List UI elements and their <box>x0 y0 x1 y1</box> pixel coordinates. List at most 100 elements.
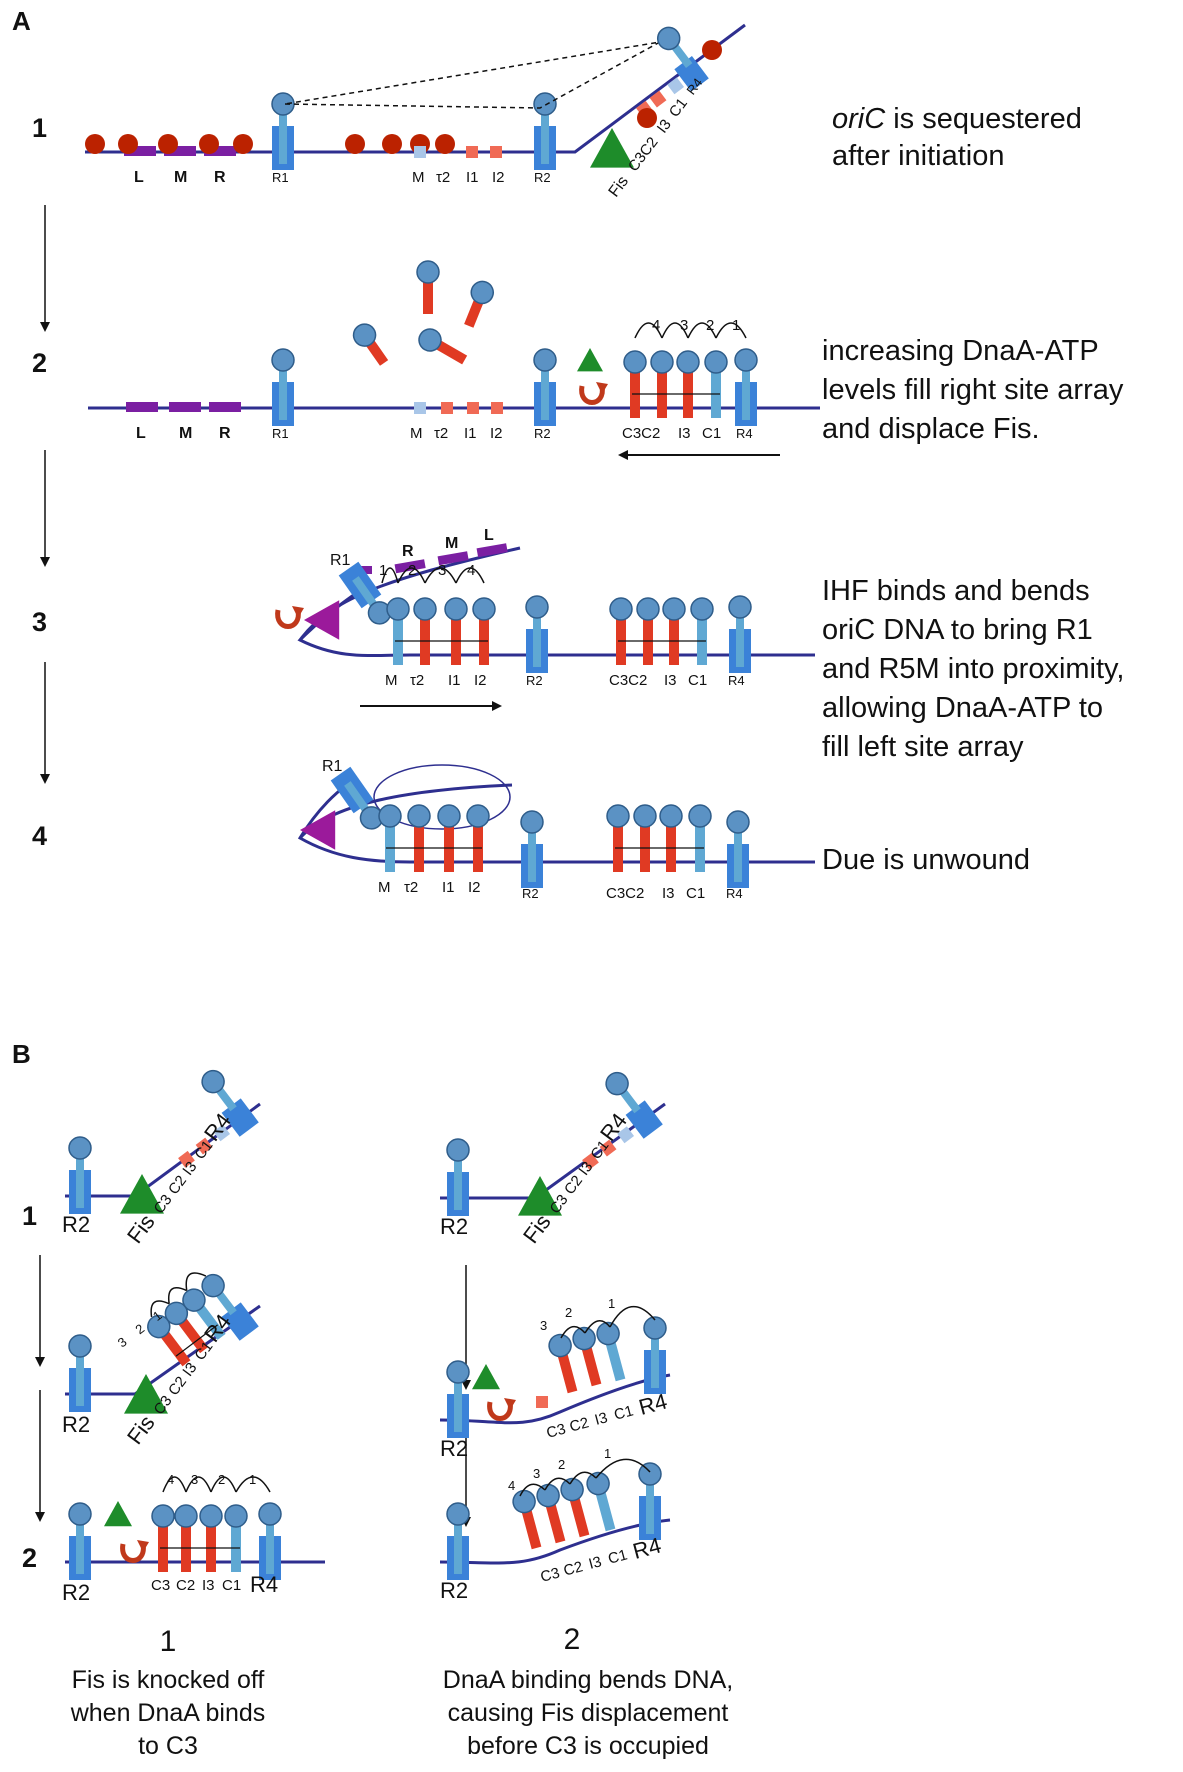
r-box-site <box>271 348 295 426</box>
fis-protein <box>124 1374 168 1414</box>
site-label-r: R <box>219 425 231 442</box>
site-label-c1: C1 <box>666 95 691 121</box>
dnaa-stem <box>541 364 549 420</box>
arc <box>210 1476 237 1493</box>
site-label-c3c2: C3C2 <box>622 425 660 442</box>
caption-1-line-2: when DnaA binds <box>70 1699 266 1727</box>
dnaa-stem <box>279 364 287 420</box>
desc-step-3-line-5: fill left site array <box>822 731 1024 763</box>
low-affinity-site <box>560 1477 590 1538</box>
curved-arrow <box>579 382 608 405</box>
site-label-r1: R1 <box>272 426 289 441</box>
caption-1-line-3: to C3 <box>138 1732 198 1760</box>
site-label-m: M <box>378 879 391 896</box>
arc-num-2: 2 <box>408 562 416 579</box>
site-label-i2: I2 <box>490 425 503 442</box>
r-box-site <box>643 1316 667 1394</box>
site-label-c1: C1 <box>222 1577 241 1594</box>
arc <box>424 567 457 584</box>
site-r <box>204 146 236 156</box>
empty-site <box>582 1152 599 1170</box>
panel-label-b: B <box>12 1039 31 1069</box>
empty-site <box>467 402 479 414</box>
dnaa-stem <box>454 1376 462 1432</box>
seqa-protein <box>382 134 402 154</box>
dnaa-head <box>560 1477 584 1502</box>
site-m <box>437 551 469 566</box>
site-label-i1: I1 <box>466 169 479 186</box>
dnaa-head <box>174 1504 198 1528</box>
site-label-r2: R2 <box>440 1578 468 1603</box>
dnaa-head <box>437 804 461 828</box>
site-r-top <box>358 566 372 574</box>
fis-label: Fis <box>122 1210 160 1248</box>
dnaa-head <box>605 1071 629 1096</box>
arc-num-2: 2 <box>132 1321 147 1337</box>
dnaa-head <box>533 348 557 372</box>
site-label-r2: R2 <box>534 426 551 441</box>
site-stem <box>594 1486 616 1532</box>
dnaa-head <box>726 810 750 834</box>
site-label-i3: I3 <box>593 1409 609 1429</box>
dnaa-stem <box>454 1154 462 1210</box>
arc <box>455 567 485 584</box>
empty-site <box>414 146 426 158</box>
empty-site <box>536 1396 548 1408</box>
fis-label: Fis <box>606 173 632 200</box>
arc-num-3: 3 <box>438 562 446 579</box>
arc-num-4: 4 <box>167 1472 174 1487</box>
empty-site <box>178 1150 195 1168</box>
dnaa-head <box>151 1504 175 1528</box>
r-box-site <box>533 92 557 170</box>
empty-site <box>491 402 503 414</box>
empty-site <box>195 1137 213 1155</box>
caption-2-number: 2 <box>564 1623 581 1656</box>
caption-2-line-1: DnaA binding bends DNA, <box>443 1666 733 1694</box>
r-box-site <box>68 1334 92 1412</box>
site-label-c2: C2 <box>562 1558 585 1579</box>
site-label-r4: R4 <box>726 886 743 901</box>
site-label-i2: I2 <box>492 169 505 186</box>
ihf-protein <box>300 810 336 850</box>
desc-step-1-line-1: oriC is sequestered <box>832 103 1082 135</box>
site-label-i2: I2 <box>474 672 487 689</box>
site-label-m: M <box>412 169 425 186</box>
r4-box <box>674 55 709 92</box>
dnaa-head <box>413 597 437 621</box>
dnaa-head <box>378 804 402 828</box>
site-label-r2: R2 <box>440 1436 468 1461</box>
dnaa-head <box>659 804 683 828</box>
site-stem <box>520 1504 542 1550</box>
step-b-1: 1 <box>22 1201 37 1231</box>
arc <box>150 1300 170 1318</box>
desc-step-3-line-3: and R5M into proximity, <box>822 653 1124 685</box>
arc-num-4: 4 <box>508 1478 515 1493</box>
curved-arrow-head <box>596 382 608 394</box>
seqa-protein <box>118 134 138 154</box>
arc <box>634 322 663 339</box>
dnaa-head <box>643 1316 667 1340</box>
r-box-site <box>446 1360 470 1438</box>
r-box-site <box>446 1138 470 1216</box>
dnaa-head <box>472 597 496 621</box>
low-affinity-site <box>596 1321 626 1382</box>
seqa-protein <box>702 40 722 60</box>
r-box-site <box>68 1502 92 1580</box>
caption-1-number: 1 <box>160 1625 177 1658</box>
site-stem <box>157 1326 191 1367</box>
dnaa-head <box>258 1502 282 1526</box>
fis-protein <box>472 1364 500 1390</box>
desc-step-1-line-2: after initiation <box>832 140 1005 172</box>
site-stem <box>423 276 433 314</box>
curved-arrow <box>120 1540 149 1563</box>
dnaa-head <box>68 1334 92 1358</box>
site-label-i3: I3 <box>202 1577 215 1594</box>
dnaa-head <box>536 1483 560 1508</box>
dnaa-stem <box>76 1350 84 1406</box>
arc <box>162 1476 187 1493</box>
